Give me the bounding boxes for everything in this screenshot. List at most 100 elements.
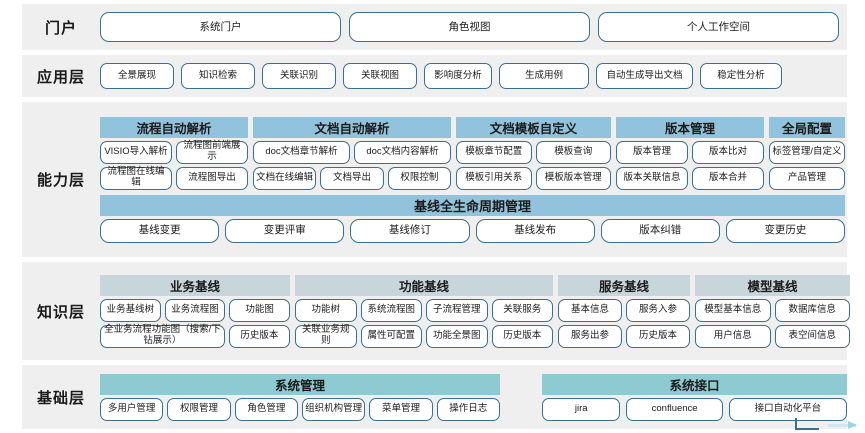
- know-button-related-service[interactable]: 关联服务: [491, 298, 553, 322]
- application-button-row: 全景展现 知识检索 关联识别 关联视图 影响度分析 生成用例 自动生成导出文档 …: [100, 63, 839, 89]
- cap-button-flowchart-frontend-display[interactable]: 流程图前端展示: [176, 140, 248, 164]
- know-button-business-history-version[interactable]: 历史版本: [228, 324, 290, 348]
- cap-button-flowchart-export[interactable]: 流程图导出: [176, 166, 248, 190]
- cap-button-template-version-mgmt[interactable]: 模板版本管理: [535, 166, 611, 190]
- cap-button-change-history[interactable]: 变更历史: [725, 218, 846, 243]
- know-button-model-basic-info[interactable]: 模型基本信息: [695, 298, 771, 322]
- cap-button-visio-import-parse[interactable]: VISIO导入解析: [100, 140, 172, 164]
- group-row: 业务基线树 业务流程图 功能图: [100, 298, 291, 322]
- know-button-system-flowchart[interactable]: 系统流程图: [360, 298, 422, 322]
- base-button-multi-user-management[interactable]: 多用户管理: [100, 397, 164, 421]
- cap-button-doc-content-parse[interactable]: doc文档内容解析: [354, 140, 451, 164]
- know-button-tablespace-info[interactable]: 表空间信息: [774, 324, 850, 348]
- app-button-relation-identify[interactable]: 关联识别: [262, 63, 336, 89]
- layer-label-portal: 门户: [44, 19, 77, 37]
- group-header-version-mgmt: 版本管理: [616, 116, 764, 138]
- know-button-business-flowchart[interactable]: 业务流程图: [164, 298, 226, 322]
- know-button-database-info[interactable]: 数据库信息: [774, 298, 850, 322]
- layer-label-application: 应用层: [36, 68, 85, 86]
- capability-baseline-lifecycle-band: 基线全生命周期管理 基线变更 变更评审 基线修订 基线发布 版本纠错 变更历史: [100, 194, 846, 243]
- cap-button-baseline-revise[interactable]: 基线修订: [350, 218, 470, 243]
- group-row: 基本信息 服务入参: [558, 298, 690, 322]
- cap-button-template-chapter-config[interactable]: 模板章节配置: [456, 140, 532, 164]
- cap-button-doc-online-edit[interactable]: 文档在线编辑: [253, 166, 317, 190]
- group-header-system-management: 系统管理: [100, 373, 500, 395]
- know-button-attribute-configurable[interactable]: 属性可配置: [360, 324, 422, 348]
- know-button-function-chart[interactable]: 功能图: [229, 298, 291, 322]
- base-button-interface-automation-platform[interactable]: 接口自动化平台: [728, 397, 847, 421]
- know-button-service-output-param[interactable]: 服务出参: [558, 324, 622, 348]
- knowledge-group-function-baseline: 功能基线 功能树 系统流程图 子流程管理 关联服务 关联业务规则 属性可配置 功…: [295, 274, 553, 348]
- app-button-panorama[interactable]: 全景展现: [100, 63, 174, 89]
- cap-button-baseline-publish[interactable]: 基线发布: [475, 218, 595, 243]
- group-rows-version-mgmt: 版本管理 版本比对 版本关联信息 版本合并: [616, 140, 764, 190]
- layer-body-knowledge: 业务基线 业务基线树 业务流程图 功能图 全业务流程功能图（搜索/下钻展示） 历…: [100, 274, 858, 348]
- know-button-service-history-version[interactable]: 历史版本: [626, 324, 690, 348]
- base-button-org-structure-management[interactable]: 组织机构管理: [301, 397, 366, 421]
- know-button-full-business-process-function-chart[interactable]: 全业务流程功能图（搜索/下钻展示）: [100, 324, 225, 348]
- cap-button-baseline-change[interactable]: 基线变更: [100, 218, 220, 243]
- layer-label-foundation: 基础层: [36, 389, 85, 407]
- cap-button-version-compare[interactable]: 版本比对: [692, 140, 764, 164]
- app-button-knowledge-search[interactable]: 知识检索: [181, 63, 255, 89]
- portal-button-personal-workspace[interactable]: 个人工作空间: [598, 12, 839, 42]
- know-button-service-input-param[interactable]: 服务入参: [626, 298, 690, 322]
- capability-group-doc-parse: 文档自动解析 doc文档章节解析 doc文档内容解析 文档在线编辑 文档导出 权…: [253, 116, 451, 190]
- group-row: doc文档章节解析 doc文档内容解析: [253, 140, 451, 164]
- base-button-permission-management[interactable]: 权限管理: [167, 397, 231, 421]
- app-button-generate-testcase[interactable]: 生成用例: [499, 63, 589, 89]
- app-button-auto-export-doc[interactable]: 自动生成导出文档: [596, 63, 693, 89]
- layer-portal: 门户 系统门户 角色视图 个人工作空间: [22, 4, 847, 50]
- know-button-business-baseline-tree[interactable]: 业务基线树: [100, 298, 161, 322]
- know-button-function-panorama[interactable]: 功能全景图: [426, 324, 488, 348]
- base-button-confluence[interactable]: confluence: [626, 397, 723, 421]
- cap-button-permission-control[interactable]: 权限控制: [387, 166, 451, 190]
- know-button-function-history-version[interactable]: 历史版本: [491, 324, 553, 348]
- capability-group-global-config: 全局配置 标签管理/自定义 产品管理: [769, 116, 845, 190]
- cap-button-template-query[interactable]: 模板查询: [535, 140, 611, 164]
- cap-button-doc-export[interactable]: 文档导出: [320, 166, 384, 190]
- base-button-operation-log[interactable]: 操作日志: [436, 397, 500, 421]
- cap-button-change-review[interactable]: 变更评审: [225, 218, 345, 243]
- base-button-jira[interactable]: jira: [542, 397, 621, 421]
- group-rows-process-parse: VISIO导入解析 流程图前端展示 流程图在线编辑 流程图导出: [100, 140, 248, 190]
- app-button-impact-analysis[interactable]: 影响度分析: [424, 63, 492, 89]
- knowledge-group-model-baseline: 模型基线 模型基本信息 数据库信息 用户信息 表空间信息: [695, 274, 850, 348]
- cap-button-flowchart-online-edit[interactable]: 流程图在线编辑: [100, 166, 172, 190]
- group-header-doc-template: 文档模板自定义: [456, 116, 611, 138]
- app-button-relation-view[interactable]: 关联视图: [343, 63, 417, 89]
- foundation-group-columns: 系统管理 多用户管理 权限管理 角色管理 组织机构管理 菜单管理 操作日志: [100, 373, 847, 421]
- group-rows-doc-parse: doc文档章节解析 doc文档内容解析 文档在线编辑 文档导出 权限控制: [253, 140, 451, 190]
- group-header-system-interface: 系统接口: [542, 373, 847, 395]
- layer-label-capability: 能力层: [36, 172, 85, 189]
- know-button-function-tree[interactable]: 功能树: [295, 298, 357, 322]
- group-rows-function-baseline: 功能树 系统流程图 子流程管理 关联服务 关联业务规则 属性可配置 功能全景图 …: [295, 298, 553, 348]
- cap-button-doc-chapter-parse[interactable]: doc文档章节解析: [253, 140, 350, 164]
- group-row: jira confluence 接口自动化平台: [542, 397, 847, 421]
- portal-button-system-portal[interactable]: 系统门户: [100, 12, 341, 42]
- cap-button-version-relation-info[interactable]: 版本关联信息: [616, 166, 688, 190]
- know-button-related-business-rule[interactable]: 关联业务规则: [295, 324, 357, 348]
- portal-button-row: 系统门户 角色视图 个人工作空间: [100, 12, 839, 42]
- cap-button-tag-management-custom[interactable]: 标签管理/自定义: [769, 140, 845, 164]
- foundation-group-system-interface: 系统接口 jira confluence 接口自动化平台: [542, 373, 847, 421]
- know-button-subprocess-management[interactable]: 子流程管理: [426, 298, 488, 322]
- base-button-menu-management[interactable]: 菜单管理: [369, 397, 433, 421]
- cap-button-version-correction[interactable]: 版本纠错: [600, 218, 720, 243]
- portal-button-role-view[interactable]: 角色视图: [349, 12, 590, 42]
- group-rows-service-baseline: 基本信息 服务入参 服务出参 历史版本: [558, 298, 690, 348]
- base-button-role-management[interactable]: 角色管理: [234, 397, 298, 421]
- cap-button-product-management[interactable]: 产品管理: [769, 166, 845, 190]
- layer-label-knowledge: 知识层: [36, 303, 85, 321]
- cap-button-version-management[interactable]: 版本管理: [616, 140, 688, 164]
- know-button-user-info[interactable]: 用户信息: [695, 324, 771, 348]
- app-button-stability-analysis[interactable]: 稳定性分析: [700, 63, 782, 89]
- group-row: 模板章节配置 模板查询: [456, 140, 611, 164]
- group-row: 用户信息 表空间信息: [695, 324, 850, 348]
- capability-group-process-parse: 流程自动解析 VISIO导入解析 流程图前端展示 流程图在线编辑 流程图导出: [100, 116, 248, 190]
- know-button-service-basic-info[interactable]: 基本信息: [558, 298, 622, 322]
- cap-button-template-reference-relation[interactable]: 模板引用关系: [456, 166, 532, 190]
- group-row: 模板引用关系 模板版本管理: [456, 166, 611, 190]
- cap-button-version-merge[interactable]: 版本合并: [692, 166, 764, 190]
